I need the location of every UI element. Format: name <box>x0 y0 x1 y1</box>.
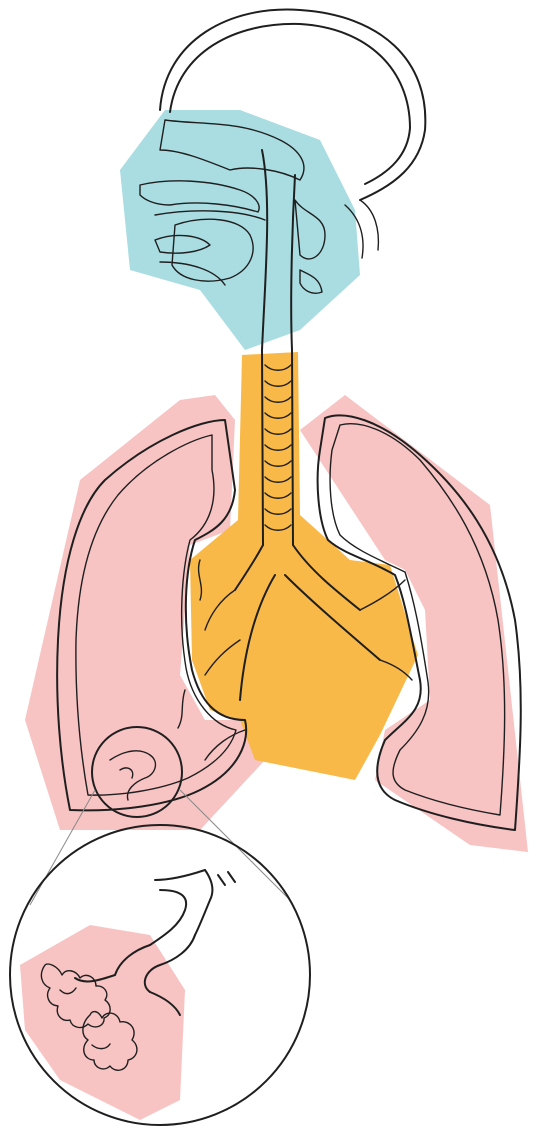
alveoli-inset-highlight <box>20 925 185 1120</box>
region-highlights <box>25 110 528 852</box>
alveoli-inset <box>10 825 310 1125</box>
